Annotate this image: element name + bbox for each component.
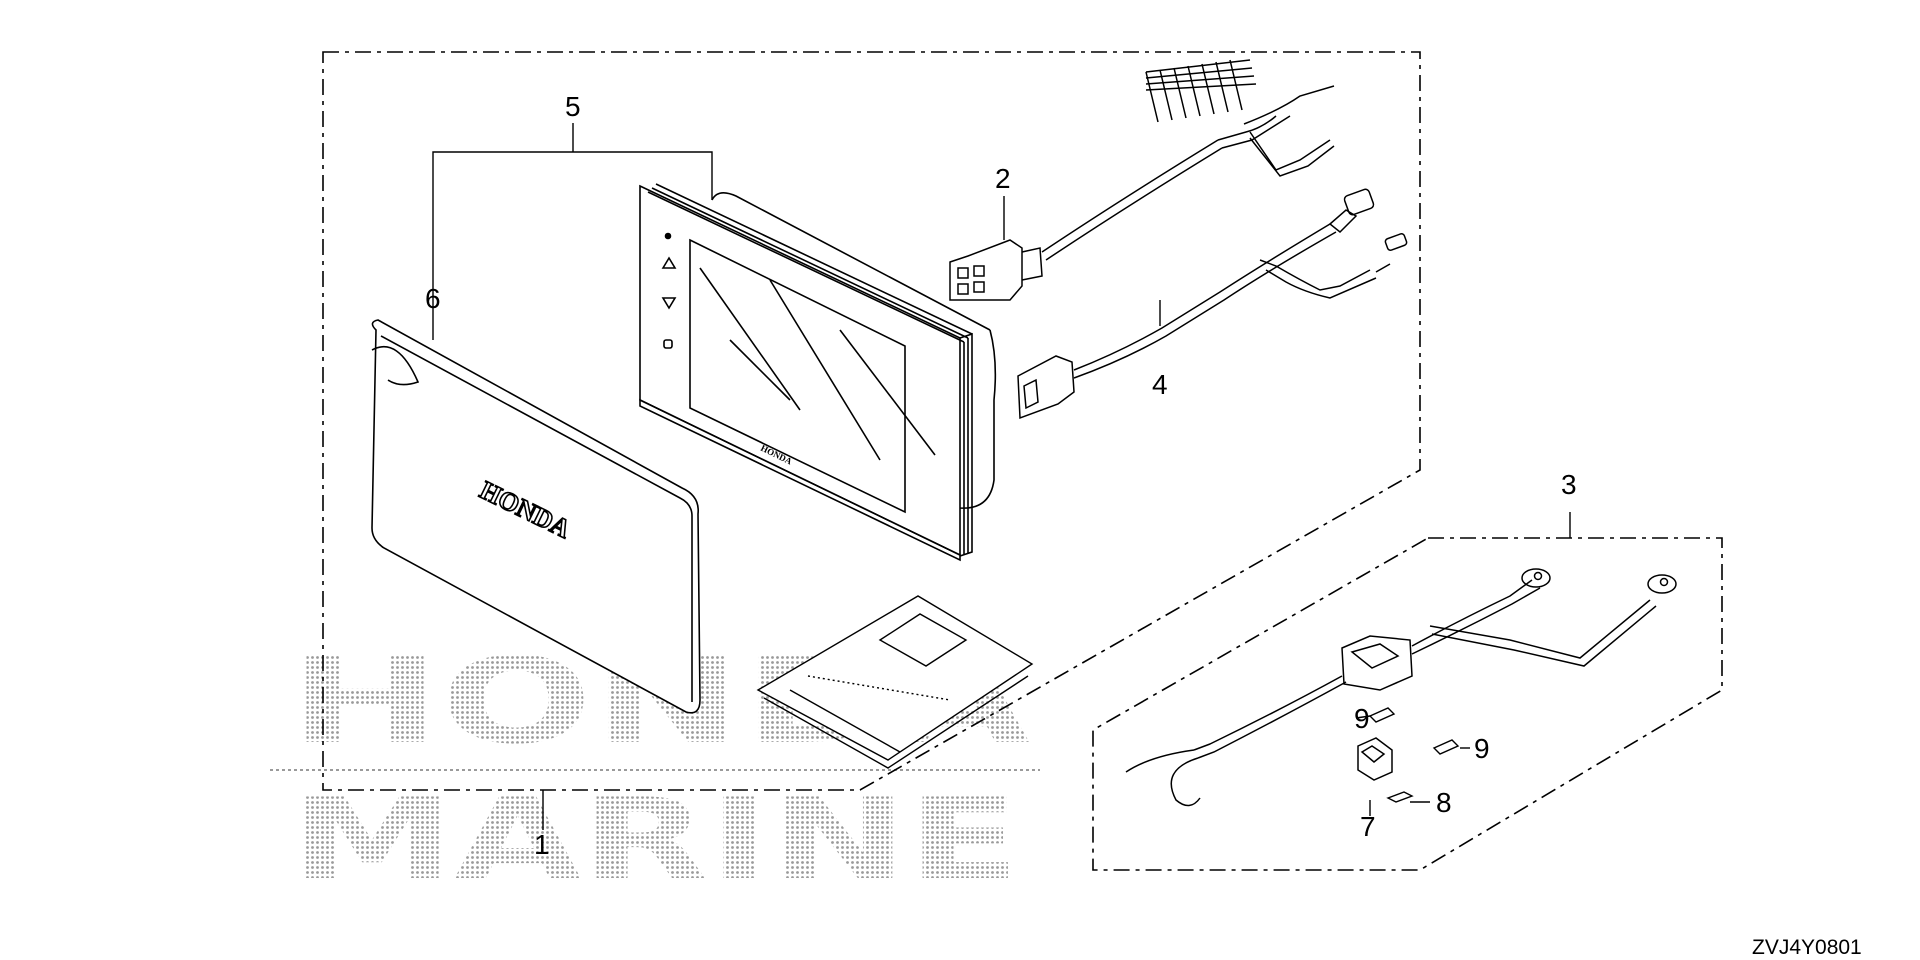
diagram-code: ZVJ4Y0801 xyxy=(1752,936,1862,959)
callout-1: 1 xyxy=(534,829,550,860)
callout-3: 3 xyxy=(1561,469,1577,500)
callout-4: 4 xyxy=(1152,369,1168,400)
callout-6: 6 xyxy=(425,283,441,314)
display-cover xyxy=(371,319,701,714)
callout-9b: 9 xyxy=(1474,733,1490,764)
spare-fuse-clip-8 xyxy=(1386,791,1414,803)
display-unit xyxy=(639,183,997,562)
fuse-9 xyxy=(1368,707,1460,755)
callout-7: 7 xyxy=(1360,811,1376,842)
callout-8: 8 xyxy=(1436,787,1452,818)
callout-2: 2 xyxy=(995,163,1011,194)
leader-lines xyxy=(432,123,1571,830)
fuse-holder-7 xyxy=(1357,737,1393,781)
callout-9a: 9 xyxy=(1354,703,1370,734)
callout-5: 5 xyxy=(565,91,581,122)
watermark-line2: MARINE xyxy=(290,775,1020,905)
power-cable-3 xyxy=(1125,568,1677,807)
instruction-bag xyxy=(756,595,1034,769)
wire-harness-2 xyxy=(949,59,1335,301)
kit-boundary-main xyxy=(322,51,1421,791)
callouts: 1 2 3 4 5 6 7 8 9 9 xyxy=(425,91,1577,860)
wire-harness-4 xyxy=(1017,188,1408,420)
kit-boundary-power xyxy=(1092,537,1723,871)
